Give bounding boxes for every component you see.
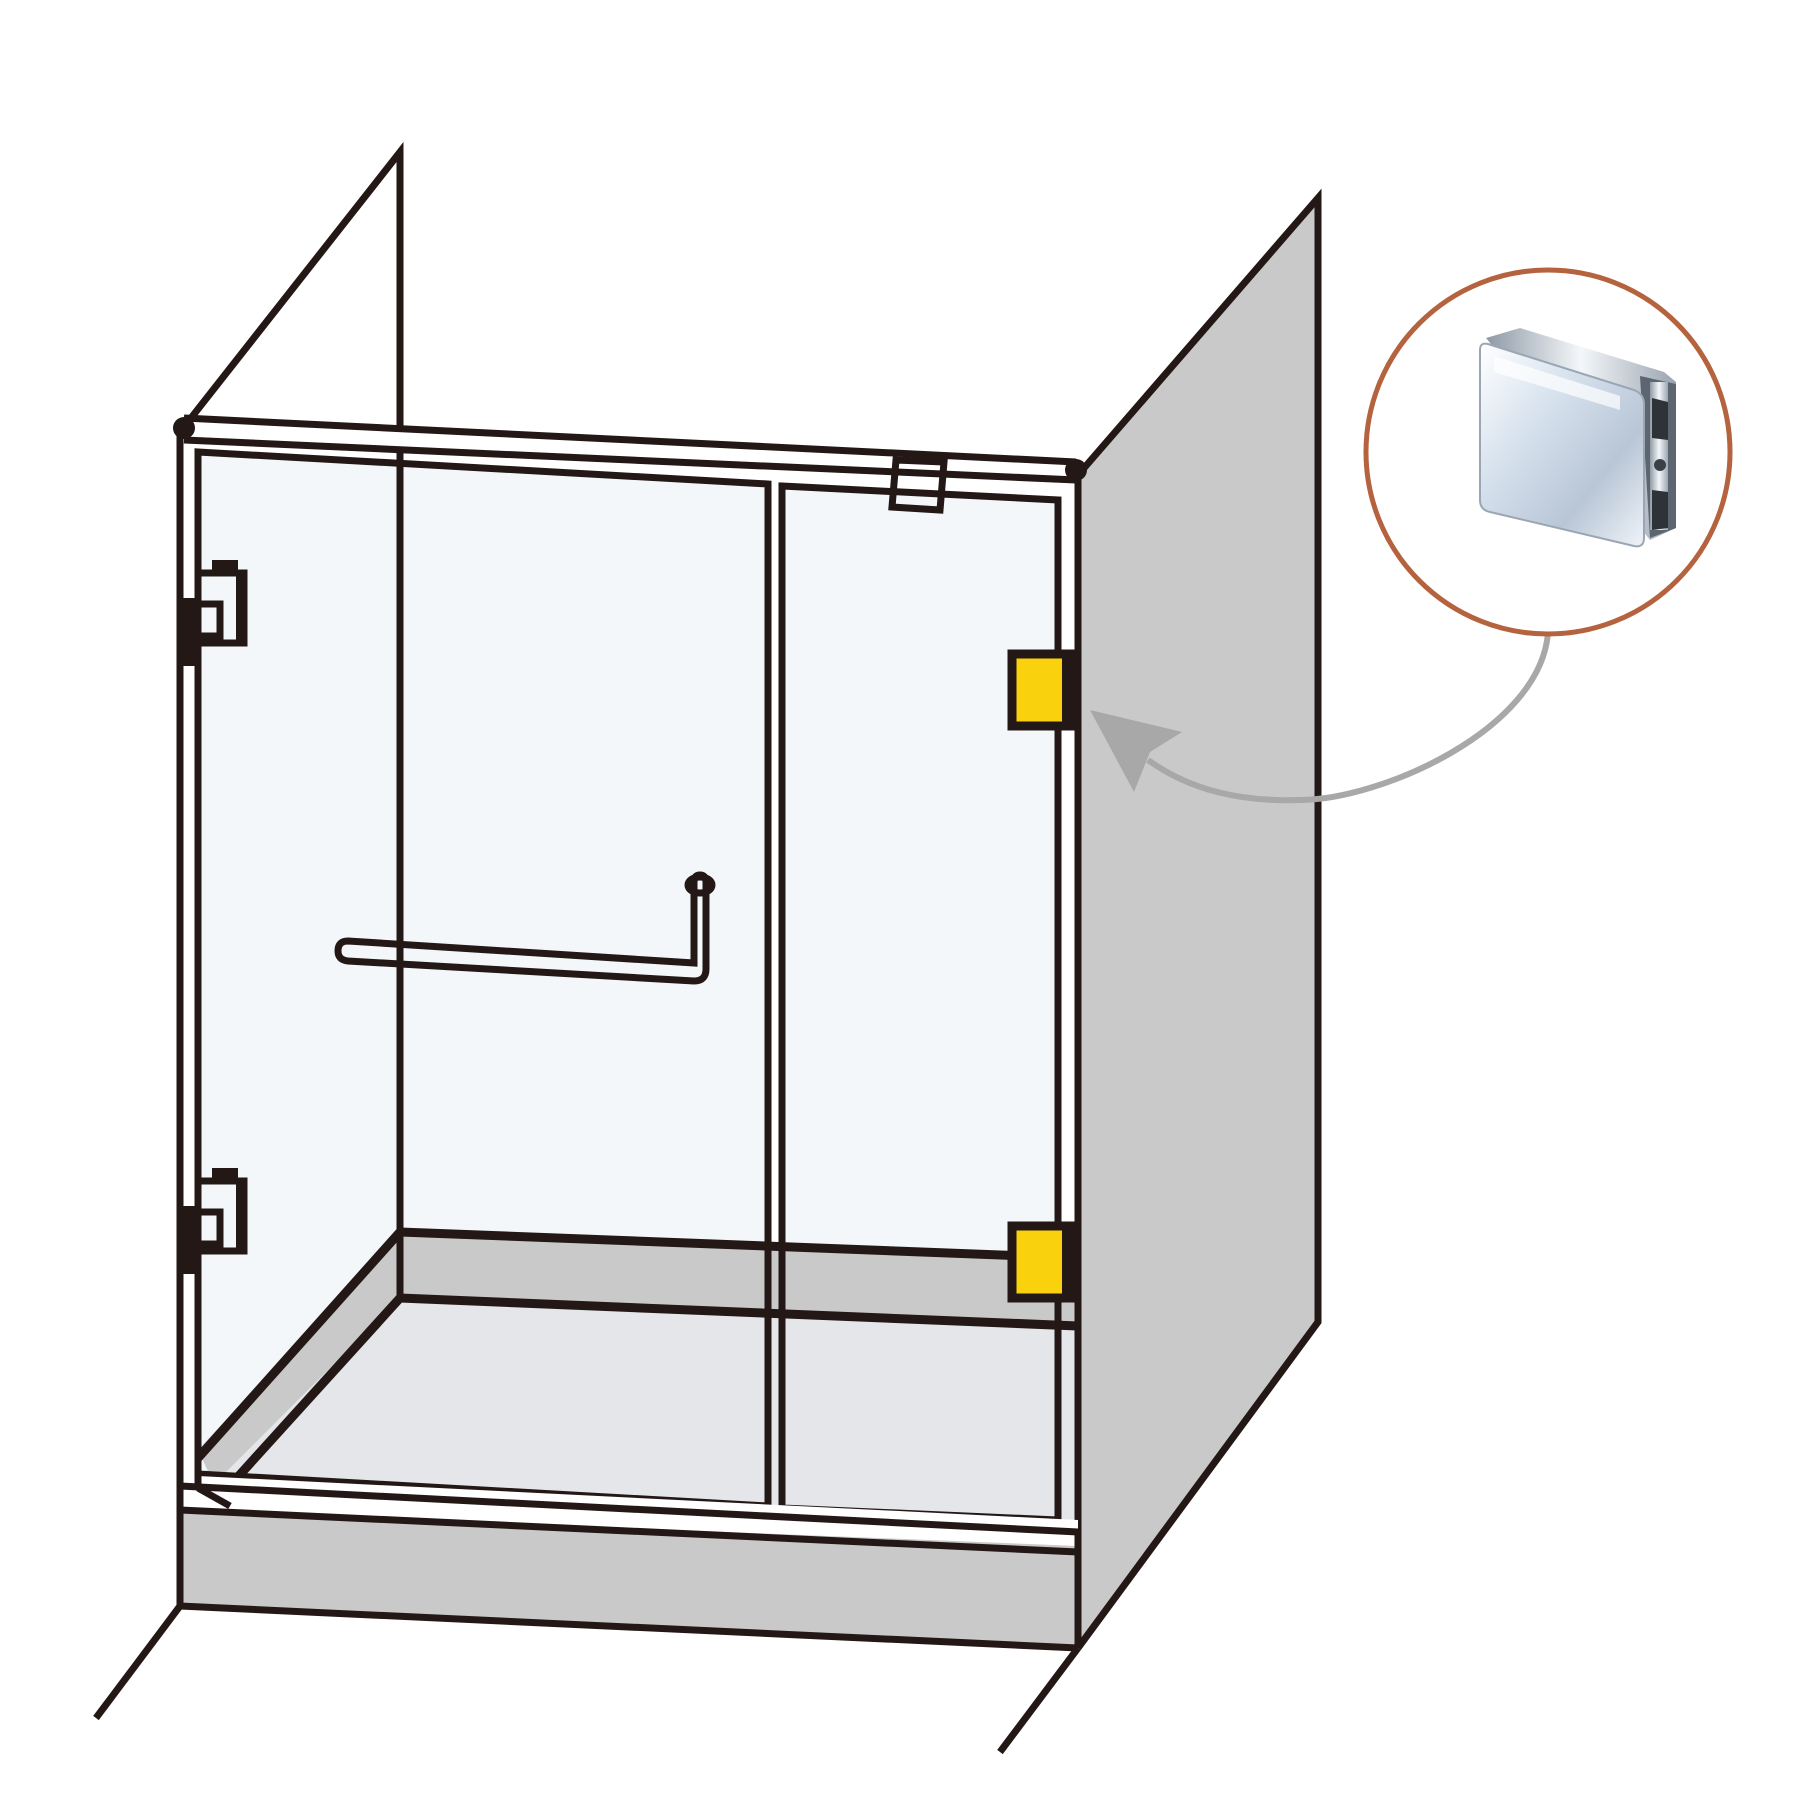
glass-clamp-photo-icon — [1479, 328, 1676, 548]
glass-to-wall-clamp-bottom — [1007, 1221, 1077, 1303]
floor-perspective-lines — [93, 1603, 1081, 1755]
shower-tray-interior — [194, 1227, 1079, 1520]
hinge-top — [178, 560, 248, 666]
shower-base-step — [176, 1474, 1082, 1652]
bar-to-glass-clip — [888, 456, 948, 514]
bar-end-cap-right — [1065, 459, 1087, 481]
glass-to-wall-clamp-top — [1007, 649, 1077, 731]
callout-detail-circle — [1363, 267, 1733, 637]
right-wall — [1075, 188, 1322, 1651]
hinge-bottom — [178, 1168, 248, 1274]
header-support-bar — [173, 414, 1087, 514]
bar-end-cap-left — [173, 417, 195, 439]
callout-arrow — [1090, 632, 1551, 804]
callout-arrowhead-icon — [1090, 710, 1182, 792]
door-handle — [334, 871, 716, 985]
